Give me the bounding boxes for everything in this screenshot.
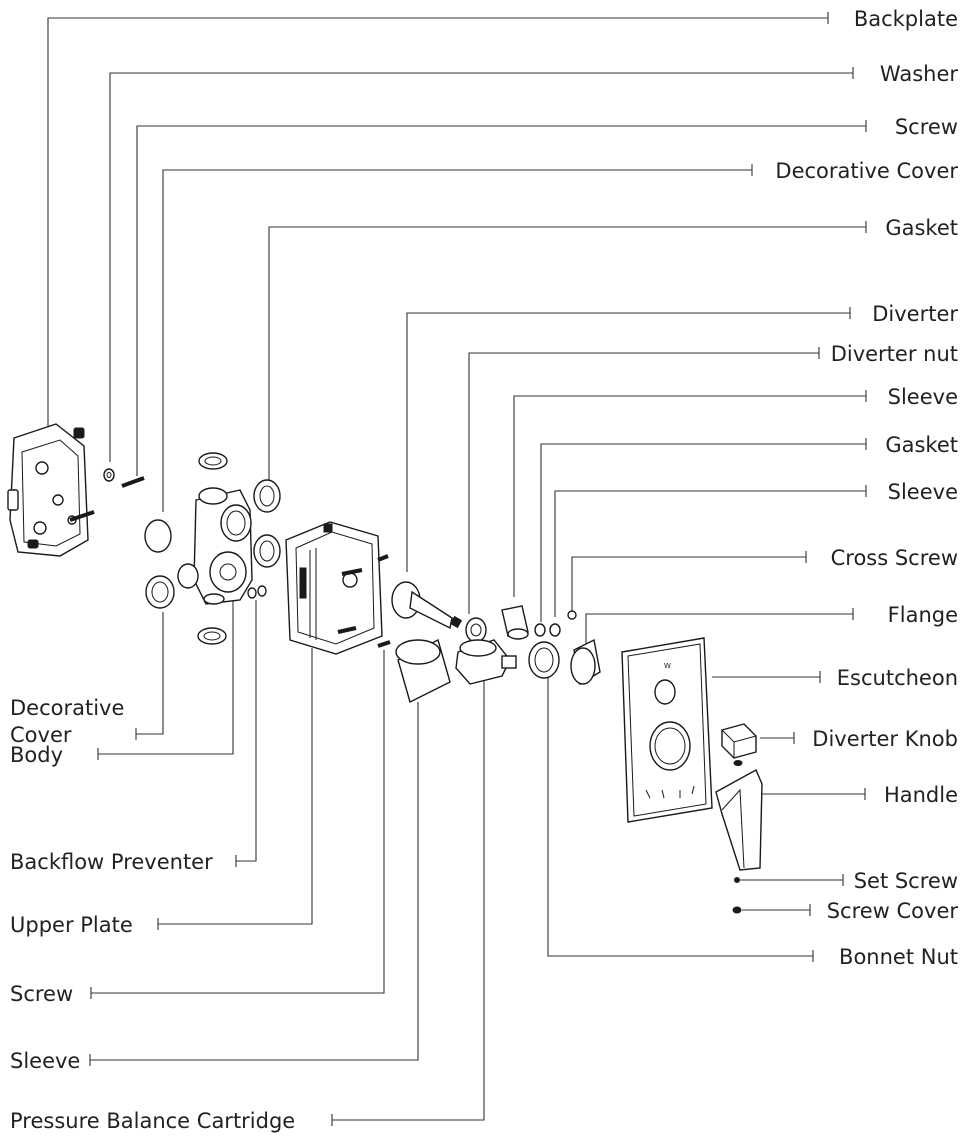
screw-top-part [69,476,145,522]
right-labels: Backplate Washer Screw Decorative Cover … [775,7,958,969]
label-backflow-preventer: Backflow Preventer [10,850,213,874]
leader-sleeve-mid [554,485,867,617]
leader-handle [760,788,866,800]
label-set-screw: Set Screw [854,869,958,893]
backflow-preventer-part [247,585,267,599]
gasket-mid-part [534,623,546,637]
pressure-balance-cartridge-part [455,639,517,685]
leader-screw-bottom [90,650,385,999]
label-cross-screw: Cross Screw [831,546,958,570]
label-diverter: Diverter [872,302,958,326]
body-part [177,452,253,645]
label-bonnet-nut: Bonnet Nut [839,945,958,969]
label-upper-plate: Upper Plate [10,913,133,937]
label-diverter-knob: Diverter Knob [812,727,958,751]
label-diverter-nut: Diverter nut [831,342,958,366]
label-gasket-mid: Gasket [885,433,958,457]
label-decorative-cover-line2: Cover [10,723,72,747]
leader-sleeve-top [513,390,867,597]
label-escutcheon: Escutcheon [837,666,958,690]
label-gasket-top: Gasket [885,216,958,240]
diverter-knob-part [721,723,757,766]
diverter-nut-part [465,617,487,643]
washer-part [103,468,115,482]
leader-set-screw [740,874,844,886]
screw-bottom-part [337,554,391,648]
label-backplate: Backplate [854,7,958,31]
leader-cross-screw [571,551,807,611]
decorative-cover-top-part [144,519,172,553]
leader-gasket-mid [540,438,867,622]
gasket-top-part [253,479,281,568]
label-flange: Flange [888,603,958,627]
label-decorative-cover-line1: Decorative [10,696,124,720]
leader-upper-plate [157,648,313,930]
label-pressure-balance-cartridge: Pressure Balance Cartridge [10,1109,295,1133]
cross-screw-part [567,610,577,620]
leader-diverter [406,307,851,572]
leader-backplate [47,12,829,438]
decorative-cover-bottom-part [145,575,175,609]
leader-lines [47,12,867,1126]
leader-gasket-top [268,221,867,480]
flange-part [570,638,601,686]
left-labels: Decorative Cover Body Backflow Preventer… [10,696,295,1133]
bonnet-nut-part [528,641,560,679]
leader-decorative-cover-top [162,164,753,512]
label-washer: Washer [880,62,958,86]
screw-cover-part [732,906,742,914]
label-sleeve-bottom: Sleeve [10,1049,80,1073]
escutcheon-part: W [621,637,713,823]
label-body: Body [10,743,63,767]
sleeve-bottom-part [395,638,451,704]
label-screw-top: Screw [895,115,958,139]
leader-backflow-preventer [235,600,257,867]
label-screw-bottom: Screw [10,982,73,1006]
leader-screw-cover [742,904,811,916]
leader-diverter-knob [760,732,795,744]
sleeve-top-part [501,605,529,640]
leader-body [97,598,234,760]
label-screw-cover: Screw Cover [827,899,959,923]
upper-plate-part [285,521,383,655]
label-sleeve-mid: Sleeve [888,480,958,504]
leader-flange [585,608,854,658]
leader-diverter-nut [468,347,820,614]
handle-part [715,769,763,871]
leader-decorative-cover-bottom [135,612,164,740]
leader-sleeve-bottom [89,702,419,1066]
leader-escutcheon [712,671,821,683]
leader-washer [109,67,854,462]
label-sleeve-top: Sleeve [888,385,958,409]
leader-bonnet-nut [547,677,814,962]
svg-text:W: W [664,662,671,670]
diverter-part [391,581,463,630]
leader-screw-top [136,120,867,476]
label-handle: Handle [884,783,958,807]
label-decorative-cover-top: Decorative Cover [775,159,958,183]
leader-pressure-balance-cartridge [331,668,485,1126]
set-screw-part [734,877,740,883]
sleeve-mid-part [549,623,561,637]
backplate-part [7,423,89,557]
